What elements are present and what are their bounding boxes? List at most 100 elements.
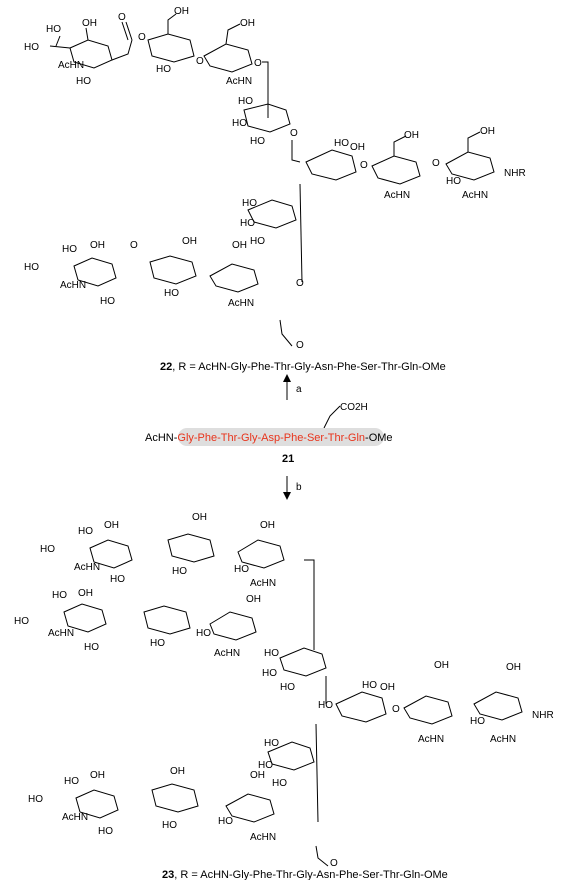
peptide-21-suffix: -OMe (365, 432, 393, 444)
hydroxyl-label: HO (264, 648, 279, 659)
hydroxyl-label: OH (404, 130, 419, 141)
acetamido-label: AcHN (48, 628, 74, 639)
hydroxyl-label: OH (434, 660, 449, 671)
peptide-21-core: Gly-Phe-Thr-Gly-Asp-Phe-Ser-Thr-Gln (177, 432, 365, 444)
hydroxyl-label: OH (90, 770, 105, 781)
acetamido-label: AcHN (60, 280, 86, 291)
reaction-arrow-b: b (283, 476, 302, 500)
highlight-pill (178, 428, 384, 446)
carboxylic-acid-label: CO2H (340, 402, 368, 413)
hydroxyl-label: OH (350, 142, 365, 153)
oxygen-label: O (290, 128, 298, 139)
hydroxyl-label: OH (174, 6, 189, 17)
compound-22-caption: 22, R = AcHN-Gly-Phe-Thr-Gly-Asn-Phe-Ser… (160, 361, 446, 373)
hydroxyl-label: HO (62, 244, 77, 255)
hydroxyl-label: HO (24, 262, 39, 273)
hydroxyl-label: HO (196, 628, 211, 639)
acetamido-label: AcHN (226, 76, 252, 87)
hydroxyl-label: HO (110, 574, 125, 585)
hydroxyl-label: HO (164, 288, 179, 299)
hydroxyl-label: HO (240, 218, 255, 229)
oxygen-label: O (254, 58, 262, 69)
compound-23-structure: HO HO OH AcHN HO OH HO OH HO AcHN HO HO … (14, 512, 554, 869)
compound-23-number: 23 (162, 869, 174, 880)
oxygen-label: O (330, 858, 338, 869)
reaction-arrow-a: a (283, 374, 302, 400)
hydroxyl-label: OH (240, 18, 255, 29)
peptide-21: CO2H AcHN-Gly-Phe-Thr-Gly-Asp-Phe-Ser-Th… (145, 402, 393, 465)
peptide-21-sequence: AcHN-Gly-Phe-Thr-Gly-Asp-Phe-Ser-Thr-Gln… (145, 432, 393, 444)
hydroxyl-label: OH (182, 236, 197, 247)
hydroxyl-label: HO (172, 566, 187, 577)
oxygen-label: O (392, 704, 400, 715)
acetamido-label: AcHN (214, 648, 240, 659)
hydroxyl-label: OH (506, 662, 521, 673)
hydroxyl-label: HO (84, 642, 99, 653)
hydroxyl-label: OH (170, 766, 185, 777)
hydroxyl-label: HO (318, 700, 333, 711)
hydroxyl-label: OH (260, 520, 275, 531)
hydroxyl-label: HO (218, 816, 233, 827)
hydroxyl-label: HO (272, 778, 287, 789)
hydroxyl-label: HO (242, 198, 257, 209)
oxygen-label: O (432, 158, 440, 169)
acetamido-label: AcHN (418, 734, 444, 745)
hydroxyl-label: HO (446, 176, 461, 187)
hydroxyl-label: HO (14, 616, 29, 627)
hydroxyl-label: HO (162, 820, 177, 831)
hydroxyl-label: HO (250, 136, 265, 147)
hydroxyl-label: HO (280, 682, 295, 693)
hydroxyl-label: OH (480, 126, 495, 137)
acetamido-label: AcHN (490, 734, 516, 745)
peptide-21-prefix: AcHN- (145, 432, 178, 444)
arrow-label-a: a (296, 384, 302, 395)
hydroxyl-label: HO (232, 118, 247, 129)
oxygen-label: O (130, 240, 138, 251)
oxygen-label: O (196, 56, 204, 67)
oxygen-label: O (118, 12, 126, 23)
oxygen-label: O (138, 32, 146, 43)
hydroxyl-label: HO (76, 76, 91, 87)
peptide-21-number: 21 (282, 453, 294, 465)
hydroxyl-label: OH (78, 588, 93, 599)
compound-23-r-group: R = AcHN-Gly-Phe-Thr-Gly-Asn-Phe-Ser-Thr… (180, 869, 447, 880)
hydroxyl-label: HO (24, 42, 39, 53)
hydroxyl-label: HO (100, 296, 115, 307)
acetamido-label: AcHN (462, 190, 488, 201)
arrow-label-b: b (296, 482, 302, 493)
glycosylamine-label: NHR (532, 710, 554, 721)
hydroxyl-label: OH (380, 682, 395, 693)
hydroxyl-label: HO (258, 760, 273, 771)
acetamido-label: AcHN (228, 298, 254, 309)
acetamido-label: AcHN (384, 190, 410, 201)
compound-22-number: 22 (160, 361, 172, 373)
oxygen-label: O (296, 278, 304, 289)
acetamido-label: AcHN (74, 562, 100, 573)
glycosylamine-label: NHR (504, 168, 526, 179)
hydroxyl-label: OH (104, 520, 119, 531)
hydroxyl-label: HO (250, 236, 265, 247)
hydroxyl-label: OH (90, 240, 105, 251)
oxygen-label: O (360, 160, 368, 171)
hydroxyl-label: HO (264, 738, 279, 749)
hydroxyl-label: HO (46, 24, 61, 35)
hydroxyl-label: OH (232, 240, 247, 251)
hydroxyl-label: OH (192, 512, 207, 523)
hydroxyl-label: HO (78, 526, 93, 537)
hydroxyl-label: HO (362, 680, 377, 691)
hydroxyl-label: HO (334, 138, 349, 149)
hydroxyl-label: OH (250, 770, 265, 781)
oxygen-label: O (296, 340, 304, 351)
hydroxyl-label: HO (470, 716, 485, 727)
hydroxyl-label: OH (246, 594, 261, 605)
hydroxyl-label: OH (82, 18, 97, 29)
hydroxyl-label: HO (64, 776, 79, 787)
hydroxyl-label: HO (262, 668, 277, 679)
acetamido-label: AcHN (62, 812, 88, 823)
acetamido-label: AcHN (250, 578, 276, 589)
acetamido-label: AcHN (250, 832, 276, 843)
acetamido-label: AcHN (58, 60, 84, 71)
hydroxyl-label: HO (150, 638, 165, 649)
hydroxyl-label: HO (238, 96, 253, 107)
